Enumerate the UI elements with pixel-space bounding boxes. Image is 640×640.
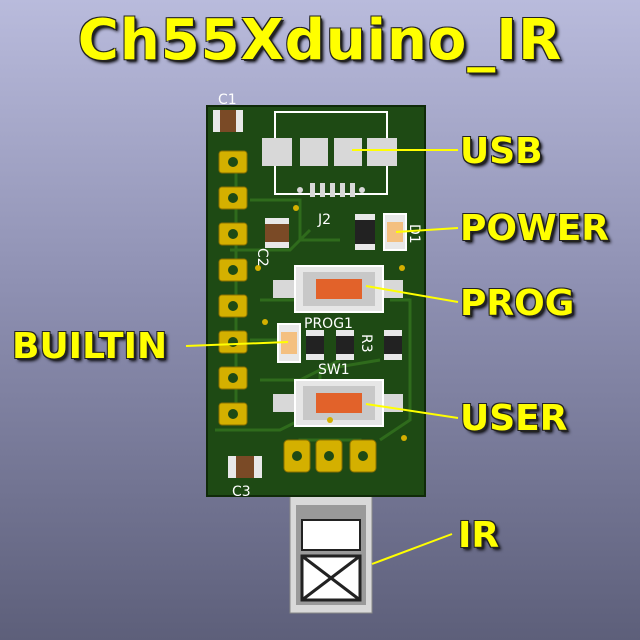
- user-leader: [365, 403, 459, 419]
- capacitor-c3: [228, 456, 262, 478]
- user-button: [273, 379, 403, 427]
- usb-connector: [262, 111, 397, 197]
- silk-c3: C3: [232, 484, 251, 500]
- bottom-header-pins: [283, 439, 377, 473]
- capacitor-c1: [213, 110, 243, 132]
- silk-r3: R3: [358, 334, 374, 353]
- prog-label: PROG: [460, 283, 575, 324]
- power-label: POWER: [460, 208, 610, 249]
- prog-leader: [365, 285, 459, 303]
- silk-j2: J2: [317, 212, 331, 228]
- resistors: [306, 330, 402, 360]
- diagram-title: Ch55Xduino_IR: [77, 8, 563, 73]
- builtin-label: BUILTIN: [12, 326, 168, 367]
- silk-sw1: SW1: [318, 362, 350, 378]
- usb-label: USB: [460, 131, 543, 172]
- silk-c2: C2: [254, 248, 270, 267]
- silk-c1: C1: [218, 92, 237, 108]
- user-label: USER: [460, 398, 568, 439]
- power-leader: [395, 227, 459, 233]
- prog-button: [273, 265, 403, 313]
- capacitor-c2: [265, 218, 289, 248]
- ir-label: IR: [458, 515, 500, 556]
- silk-prog1: PROG1: [304, 316, 353, 332]
- ir-leader: [371, 533, 453, 565]
- builtin-leader: [185, 341, 289, 347]
- ir-receiver: [289, 494, 373, 614]
- silk-d1: D1: [406, 224, 422, 244]
- callout-leaders: [185, 149, 459, 565]
- power-led: [355, 213, 407, 251]
